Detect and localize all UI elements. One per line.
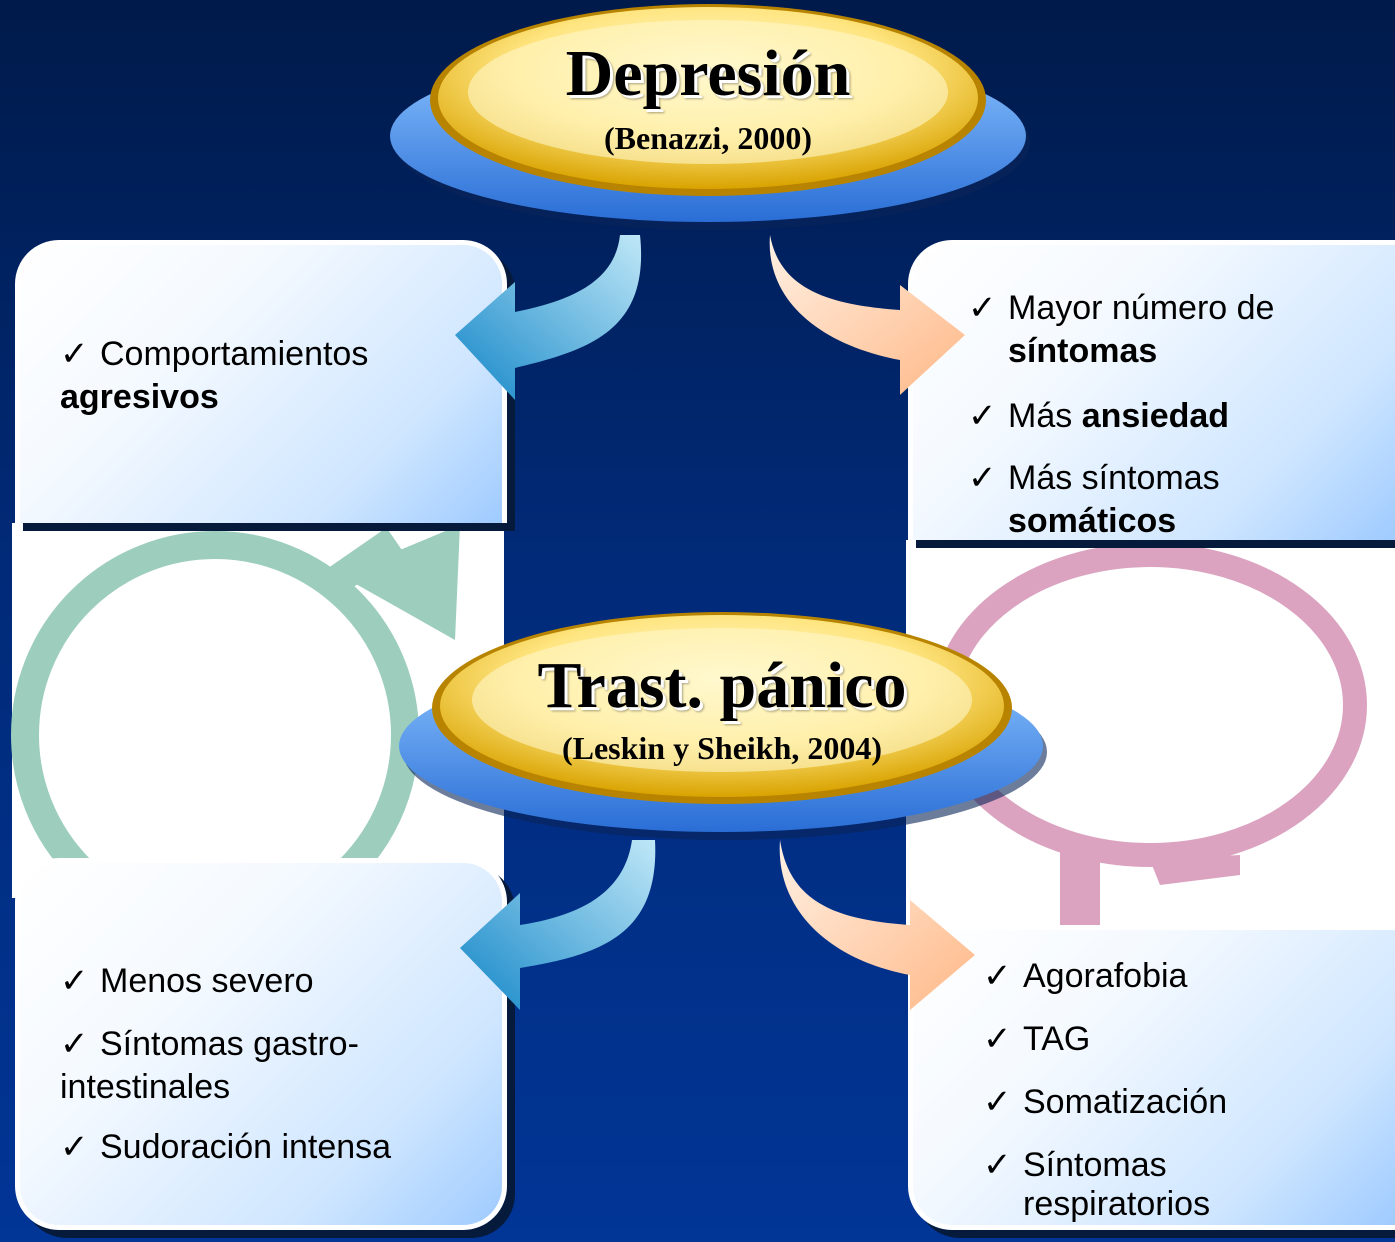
ellipse-panico bbox=[399, 612, 1047, 840]
list-item: ✓ Agorafobia bbox=[983, 955, 1187, 998]
item-text: Síntomas gastro- bbox=[100, 1025, 359, 1063]
item-text: Más síntomas bbox=[1008, 459, 1220, 497]
item-bold-text: agresivos bbox=[60, 378, 219, 416]
box-top-left: ✓ Comportamientos agresivos bbox=[15, 240, 507, 523]
box-bottom-right: ✓ Agorafobia ✓ TAG ✓ Somatización ✓ Síntomas… bbox=[908, 930, 1395, 1230]
check-icon: ✓ bbox=[60, 335, 89, 373]
list-item: ✓ Menos severo bbox=[60, 960, 314, 1003]
list-item: ✓ TAG bbox=[983, 1018, 1090, 1061]
curved-arrow-right-icon bbox=[769, 235, 965, 395]
curved-arrow-right-icon bbox=[779, 840, 975, 1010]
list-item: ✓ Sudoración intensa bbox=[60, 1126, 391, 1169]
list-item: ✓ Somatización bbox=[983, 1081, 1227, 1124]
box-top-right: ✓Mayor número de síntomas ✓Más ansiedad … bbox=[908, 240, 1395, 540]
curved-arrow-left-icon bbox=[460, 840, 656, 1010]
item-text: Sudoración intensa bbox=[100, 1128, 392, 1166]
item-text: Menos severo bbox=[100, 962, 314, 1000]
check-icon: ✓ bbox=[983, 957, 1012, 995]
list-item: ✓ Síntomas respiratorios bbox=[983, 1144, 1210, 1221]
check-icon: ✓ bbox=[968, 397, 997, 435]
item-continuation: respiratorios bbox=[1023, 1185, 1211, 1223]
list-item: ✓ Comportamientos agresivos bbox=[60, 333, 368, 419]
item-text: Somatización bbox=[1023, 1083, 1228, 1121]
check-icon: ✓ bbox=[60, 1128, 89, 1166]
check-icon: ✓ bbox=[60, 1025, 89, 1063]
box-bottom-left: ✓ Menos severo ✓ Síntomas gastro- intestin… bbox=[15, 858, 507, 1230]
check-icon: ✓ bbox=[968, 459, 997, 497]
ellipse-depresion bbox=[390, 4, 1030, 230]
list-item: ✓ Síntomas gastro- intestinales bbox=[60, 1023, 359, 1109]
citation-depresion: (Benazzi, 2000) bbox=[604, 120, 812, 156]
check-icon: ✓ bbox=[983, 1083, 1012, 1121]
check-icon: ✓ bbox=[968, 289, 997, 327]
list-item: ✓ Más ansiedad bbox=[968, 395, 1229, 438]
title-panico: Trast. pánico bbox=[537, 649, 907, 722]
item-text: Comportamientos bbox=[100, 335, 369, 373]
item-bold-text: somáticos bbox=[1008, 502, 1177, 540]
item-text: TAG bbox=[1023, 1020, 1091, 1058]
citation-panico: (Leskin y Sheikh, 2004) bbox=[561, 730, 883, 766]
list-item: ✓ Más síntomas somáticos bbox=[968, 457, 1220, 543]
item-bold-text: síntomas bbox=[1008, 332, 1158, 370]
check-icon: ✓ bbox=[983, 1020, 1012, 1058]
item-bold-text: ansiedad bbox=[1081, 397, 1230, 435]
item-text: Más bbox=[1008, 397, 1073, 435]
item-text: Mayor número de bbox=[1008, 289, 1275, 327]
title-depresion: Depresión bbox=[565, 37, 851, 110]
curved-arrow-left-icon bbox=[455, 235, 642, 400]
item-text: Síntomas bbox=[1023, 1146, 1167, 1184]
check-icon: ✓ bbox=[983, 1146, 1012, 1184]
item-continuation: intestinales bbox=[60, 1068, 231, 1106]
check-icon: ✓ bbox=[60, 962, 89, 1000]
item-text: Agorafobia bbox=[1023, 957, 1188, 995]
list-item: ✓ Mayor número de síntomas bbox=[968, 287, 1274, 373]
